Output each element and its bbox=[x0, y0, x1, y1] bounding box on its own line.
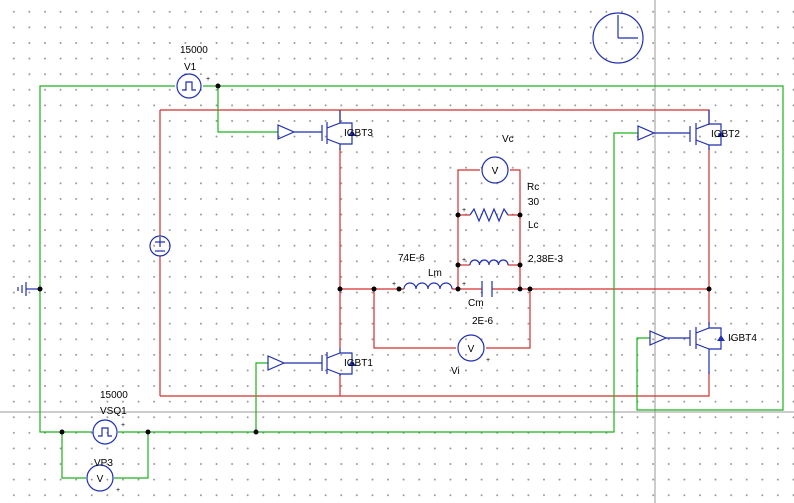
v1-name-label: V1 bbox=[184, 62, 197, 73]
gate-driver-4-icon[interactable] bbox=[649, 330, 690, 346]
junction-dots bbox=[37, 83, 712, 435]
ground-icon bbox=[17, 282, 40, 296]
v1-value-label: 15000 bbox=[180, 45, 208, 56]
cm-name-label: Cm bbox=[468, 298, 484, 309]
igbt4-label: IGBT4 bbox=[728, 333, 757, 344]
svg-text:+: + bbox=[462, 207, 466, 214]
power-wires bbox=[159, 109, 710, 397]
v1-source[interactable]: + bbox=[176, 73, 210, 99]
vi-voltmeter-icon[interactable]: V + bbox=[457, 334, 490, 364]
gate-driver-1-icon[interactable] bbox=[267, 355, 322, 371]
lm-value-label: 74E-6 bbox=[398, 253, 425, 264]
vsq1-source[interactable]: + bbox=[92, 419, 125, 445]
vi-name-label: Vi bbox=[451, 366, 460, 377]
vc-name-label: Vc bbox=[502, 134, 514, 145]
svg-text:V: V bbox=[492, 166, 499, 177]
dc-source-icon[interactable] bbox=[149, 235, 171, 257]
vp3-voltmeter-icon[interactable]: V + bbox=[86, 464, 120, 494]
svg-text:+: + bbox=[392, 281, 396, 288]
gate-driver-3-icon[interactable] bbox=[277, 124, 322, 140]
gate-driver-2-icon[interactable] bbox=[637, 125, 690, 141]
rc-name-label: Rc bbox=[527, 182, 539, 193]
vsq1-name-label: VSQ1 bbox=[100, 406, 127, 417]
lm-inductor-icon[interactable]: + bbox=[392, 281, 453, 290]
svg-text:V: V bbox=[97, 474, 104, 485]
lc-value-label: 2,38E-3 bbox=[528, 254, 563, 265]
igbt2-icon[interactable] bbox=[689, 110, 725, 150]
igbt3-icon[interactable] bbox=[321, 110, 356, 150]
lc-name-label: Lc bbox=[528, 220, 539, 231]
rc-resistor-icon[interactable]: + bbox=[462, 207, 509, 223]
cm-value-label: 2E-6 bbox=[472, 316, 494, 327]
igbt1-label: IGBT1 bbox=[344, 358, 373, 369]
vc-voltmeter-icon[interactable]: V bbox=[481, 156, 509, 184]
lm-name-label: Lm bbox=[428, 268, 442, 279]
lc-inductor-icon[interactable]: + bbox=[462, 257, 509, 266]
igbt2-label: IGBT2 bbox=[711, 129, 740, 140]
clock-icon[interactable] bbox=[592, 12, 644, 64]
igbt4-icon[interactable] bbox=[689, 322, 725, 374]
svg-text:V: V bbox=[468, 344, 475, 355]
rc-value-label: 30 bbox=[528, 197, 540, 208]
vp3-name-label: VP3 bbox=[94, 458, 113, 469]
svg-text:+: + bbox=[116, 487, 120, 494]
igbt1-icon[interactable] bbox=[321, 348, 356, 376]
cm-capacitor-icon[interactable]: + bbox=[462, 281, 493, 297]
svg-text:+: + bbox=[121, 422, 125, 429]
svg-text:+: + bbox=[462, 281, 466, 288]
svg-text:+: + bbox=[462, 257, 466, 264]
svg-text:+: + bbox=[206, 76, 210, 83]
gate-wires bbox=[39, 85, 784, 479]
igbt3-label: IGBT3 bbox=[344, 128, 373, 139]
vsq1-value-label: 15000 bbox=[100, 390, 128, 401]
svg-text:+: + bbox=[486, 357, 490, 364]
